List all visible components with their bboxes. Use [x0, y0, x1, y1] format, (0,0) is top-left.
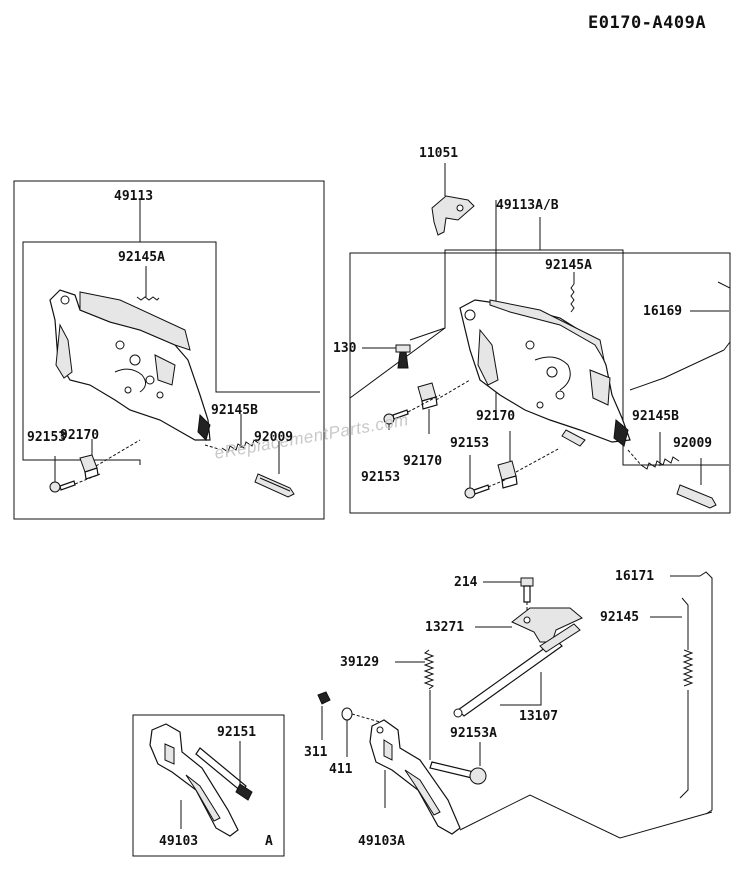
- left-panel-frame: [13, 180, 325, 520]
- label-92170-left[interactable]: 92170: [60, 428, 99, 443]
- label-11051[interactable]: 11051: [419, 146, 458, 161]
- part-labels: 11051 49113A/B 49113 92145A 92145A 16169…: [27, 146, 712, 849]
- inset-a-frame: [132, 714, 285, 857]
- right-panel-frame: [349, 252, 731, 514]
- inset-a: [132, 714, 285, 857]
- screw-92153-left[interactable]: [49, 480, 76, 493]
- label-92009-left[interactable]: 92009: [254, 430, 293, 445]
- spring-92145[interactable]: [679, 597, 694, 799]
- label-311[interactable]: 311: [304, 745, 328, 760]
- plate-13271[interactable]: [511, 607, 583, 643]
- screw-214[interactable]: [520, 577, 534, 603]
- rod-16171[interactable]: [699, 571, 713, 815]
- label-92145b-left[interactable]: 92145B: [211, 403, 258, 418]
- label-214[interactable]: 214: [454, 575, 478, 590]
- label-411[interactable]: 411: [329, 762, 353, 777]
- label-inset-tag: A: [265, 834, 273, 849]
- label-13107[interactable]: 13107: [519, 709, 558, 724]
- block-92170-right-top[interactable]: [417, 382, 438, 410]
- shaft-13107[interactable]: [453, 623, 581, 718]
- label-92009-right[interactable]: 92009: [673, 436, 712, 451]
- label-49103a[interactable]: 49103A: [358, 834, 405, 849]
- arm-49103[interactable]: [149, 723, 239, 837]
- label-92170-right-top[interactable]: 92170: [476, 409, 515, 424]
- bolt-92153a[interactable]: [429, 761, 487, 785]
- bolt-92009-left[interactable]: [254, 473, 295, 498]
- label-92145a-left[interactable]: 92145A: [118, 250, 165, 265]
- bolt-130[interactable]: [395, 344, 411, 369]
- bracket-11051[interactable]: [431, 195, 475, 236]
- label-16171[interactable]: 16171: [615, 569, 654, 584]
- lower-assembly: [317, 571, 713, 839]
- label-13271[interactable]: 13271: [425, 620, 464, 635]
- label-49113ab[interactable]: 49113A/B: [496, 198, 559, 213]
- bolt-92151[interactable]: [195, 747, 253, 801]
- label-49113[interactable]: 49113: [114, 189, 153, 204]
- nut-311[interactable]: [317, 691, 331, 705]
- label-92153-right-top[interactable]: 92153: [450, 436, 489, 451]
- label-92145a-right[interactable]: 92145A: [545, 258, 592, 273]
- label-92170-right-mid[interactable]: 92170: [403, 454, 442, 469]
- block-92170-right-mid[interactable]: [497, 460, 518, 489]
- diagram-code: E0170-A409A: [588, 13, 706, 33]
- label-130[interactable]: 130: [333, 341, 357, 356]
- label-92153-left[interactable]: 92153: [27, 430, 66, 445]
- label-92153-right-mid[interactable]: 92153: [361, 470, 400, 485]
- washer-411[interactable]: [341, 707, 353, 721]
- screw-92153-right-mid[interactable]: [464, 484, 490, 499]
- label-49103[interactable]: 49103: [159, 834, 198, 849]
- governor-bracket-left[interactable]: [49, 289, 211, 441]
- governor-bracket-right[interactable]: [459, 299, 631, 447]
- label-16169[interactable]: 16169: [643, 304, 682, 319]
- label-92151[interactable]: 92151: [217, 725, 256, 740]
- block-92170-left[interactable]: [79, 454, 99, 480]
- spring-92145a-left[interactable]: [136, 296, 160, 301]
- label-92145b-right[interactable]: 92145B: [632, 409, 679, 424]
- arm-49103a[interactable]: [369, 719, 461, 835]
- rod-16169[interactable]: [629, 281, 731, 391]
- label-92145[interactable]: 92145: [600, 610, 639, 625]
- spring-39129[interactable]: [423, 649, 435, 690]
- label-92153a[interactable]: 92153A: [450, 726, 497, 741]
- right-governor-panel: [349, 163, 731, 514]
- bolt-92009-right[interactable]: [676, 484, 717, 509]
- label-39129[interactable]: 39129: [340, 655, 379, 670]
- left-governor-panel: [13, 180, 325, 520]
- spring-92145a-right[interactable]: [570, 283, 575, 313]
